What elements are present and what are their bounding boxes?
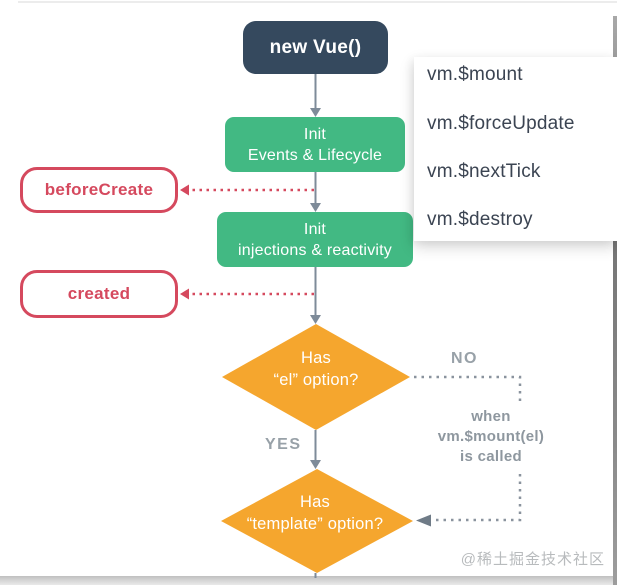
- bottom-border: [0, 576, 613, 585]
- menu-item-vm-forceupdate[interactable]: vm.$forceUpdate: [427, 113, 575, 134]
- mount-note-line1: when: [471, 408, 511, 425]
- init-events-line2: Events & Lifecycle: [247, 146, 383, 164]
- hook-beforecreate-label: beforeCreate: [44, 180, 154, 199]
- site-watermark: @稀土掘金技术社区: [460, 551, 605, 568]
- decision-el-line1: Has: [301, 349, 331, 367]
- decision-diamond-template: [221, 469, 413, 573]
- init-injections-line2: injections & reactivity: [238, 241, 392, 259]
- mount-note-line2: vm.$mount(el): [437, 428, 545, 445]
- mount-note: when vm.$mount(el) is called: [420, 407, 562, 467]
- arrow-left-gray-icon: [416, 514, 431, 527]
- api-methods-panel: vm.$mount vm.$forceUpdate vm.$nextTick v…: [414, 57, 617, 241]
- decision-template-line1: Has: [300, 493, 330, 511]
- new-vue-label: new Vue(): [269, 36, 362, 58]
- branch-label-yes: YES: [265, 436, 302, 453]
- arrow-down-icon: [310, 108, 321, 469]
- decision-template-line2: “template” option?: [246, 515, 384, 533]
- decision-el-label: Has “el” option?: [226, 347, 406, 391]
- menu-item-vm-nexttick[interactable]: vm.$nextTick: [427, 161, 541, 182]
- init-injections-line1: Init: [303, 220, 327, 238]
- decision-template-label: Has “template” option?: [215, 491, 415, 535]
- right-scroll-edge: [613, 16, 617, 585]
- hook-beforecreate: beforeCreate: [20, 167, 178, 213]
- decision-el-line2: “el” option?: [273, 371, 359, 389]
- init-events-node: Init Events & Lifecycle: [225, 117, 405, 172]
- new-vue-node: new Vue(): [243, 21, 388, 74]
- decision-diamond-el: [222, 324, 410, 430]
- arrow-left-red-icon: [180, 184, 189, 300]
- mount-note-line3: is called: [460, 448, 522, 465]
- hook-created: created: [20, 270, 178, 318]
- no-branch-dotted-path: [414, 375, 522, 522]
- branch-label-no: NO: [451, 350, 478, 367]
- init-events-line1: Init: [303, 125, 327, 143]
- top-border: [18, 1, 617, 3]
- menu-item-vm-mount[interactable]: vm.$mount: [427, 64, 523, 85]
- init-injections-node: Init injections & reactivity: [217, 212, 413, 267]
- menu-item-vm-destroy[interactable]: vm.$destroy: [427, 209, 533, 230]
- hook-created-label: created: [67, 284, 131, 303]
